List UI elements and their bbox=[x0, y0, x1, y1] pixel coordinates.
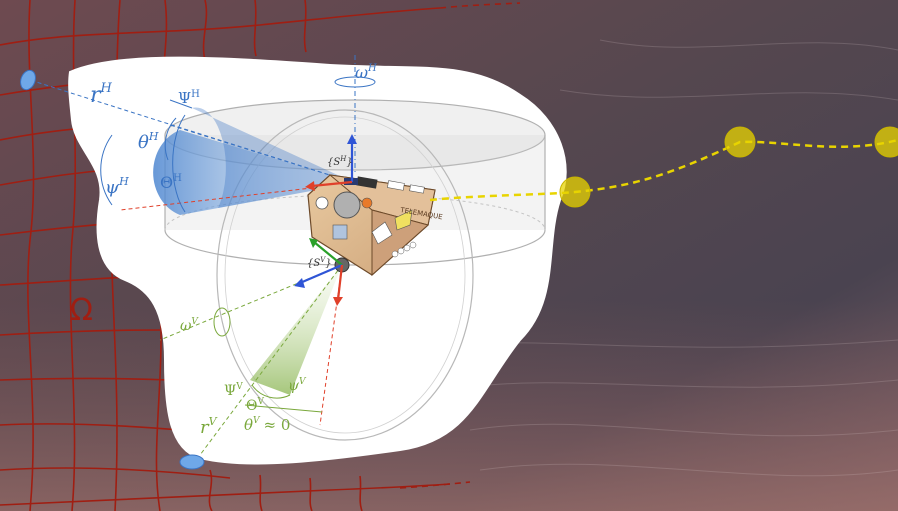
sonar-hit-horizontal bbox=[20, 69, 36, 91]
svg-text:ψH: ψH bbox=[105, 175, 129, 198]
frame-sv-axes bbox=[294, 238, 344, 306]
sonar-hit-vertical bbox=[179, 454, 205, 470]
trajectory bbox=[429, 126, 898, 208]
theta-h-label: θ bbox=[138, 132, 149, 153]
svg-text:rH: rH bbox=[90, 81, 113, 108]
region-omega-label: Ω bbox=[70, 293, 93, 328]
omega-v-label: ω bbox=[180, 318, 192, 334]
svg-text:ΘH: ΘH bbox=[160, 173, 182, 192]
waypoint bbox=[724, 126, 756, 158]
theta-big-h-label: Θ bbox=[160, 173, 173, 192]
psi-h-label: ψ bbox=[105, 177, 120, 198]
svg-text:rV: rV bbox=[200, 415, 218, 438]
omega-h-label: ω bbox=[355, 63, 368, 82]
waypoint bbox=[874, 126, 898, 158]
psi-v-label: ψ bbox=[288, 378, 300, 394]
vertical-labels: ωV ΨV ψV ΘV rV θV≈ 0 bbox=[180, 317, 307, 438]
psi-big-h-label: Ψ bbox=[178, 89, 191, 107]
svg-text:ωH: ωH bbox=[355, 63, 377, 82]
horizontal-labels: rH ΨH θH ψH ΘH ωH bbox=[90, 63, 377, 198]
mesh-dashed-edges bbox=[399, 2, 521, 489]
svg-text:ψV: ψV bbox=[288, 377, 307, 394]
waypoint bbox=[559, 176, 591, 208]
frame-sh-label: {SH} bbox=[327, 155, 353, 168]
frame-sh-axes bbox=[305, 134, 357, 191]
vertical-scan-sphere bbox=[216, 109, 474, 441]
omega-h-rotation-axis bbox=[334, 55, 376, 175]
theta-v-label: θ bbox=[244, 416, 253, 434]
frame-sv-label: {SV} bbox=[307, 256, 332, 269]
svg-text:ωV: ωV bbox=[180, 317, 199, 334]
svg-text:ΘV: ΘV bbox=[246, 397, 264, 414]
r-v-label: r bbox=[200, 417, 210, 438]
svg-text:ΨV: ΨV bbox=[224, 382, 243, 399]
r-h-label: r bbox=[90, 83, 102, 108]
svg-text:ΨH: ΨH bbox=[178, 89, 200, 107]
vertical-sonar-cone bbox=[159, 264, 343, 456]
svg-text:θV≈ 0: θV≈ 0 bbox=[244, 416, 290, 434]
psi-big-v-label: Ψ bbox=[224, 383, 236, 399]
robot-telemaque bbox=[307, 174, 436, 277]
omega-v-rotation-marker bbox=[213, 307, 231, 337]
theta-big-v-label: Θ bbox=[246, 398, 257, 414]
horizontal-sonar-cone bbox=[29, 79, 356, 215]
svg-text:θH: θH bbox=[138, 130, 159, 153]
